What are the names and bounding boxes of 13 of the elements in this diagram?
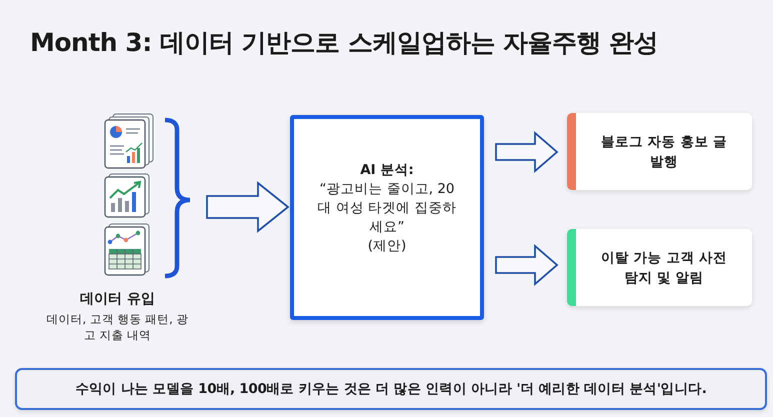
summary-banner: 수익이 나는 모델을 10배, 100배로 키우는 것은 더 많은 인력이 아니라 '더 예리한 데이터 분석'입니다.	[15, 368, 767, 410]
result-card: 이탈 가능 고객 사전 탐지 및 알림	[567, 229, 752, 306]
result-card: 블로그 자동 홍보 글 발행	[567, 113, 752, 190]
analysis-heading: AI 분석:	[359, 161, 415, 180]
caption-text: 데이터, 고객 행동 패턴, 광고 지출 내역	[46, 311, 190, 343]
analysis-quote: “광고비는 줄이고, 20대 여성 타겟에 집중하세요”	[317, 180, 457, 237]
block-arrow	[495, 244, 558, 286]
block-arrow	[495, 131, 558, 173]
caption-heading: 데이터 유입	[80, 290, 155, 308]
analysis-note: (제안)	[366, 237, 408, 256]
title: Month 3: 데이터 기반으로 스케일업하는 자율주행 완성	[30, 27, 658, 59]
analysis-box	[290, 115, 484, 320]
block-arrow	[206, 181, 290, 233]
